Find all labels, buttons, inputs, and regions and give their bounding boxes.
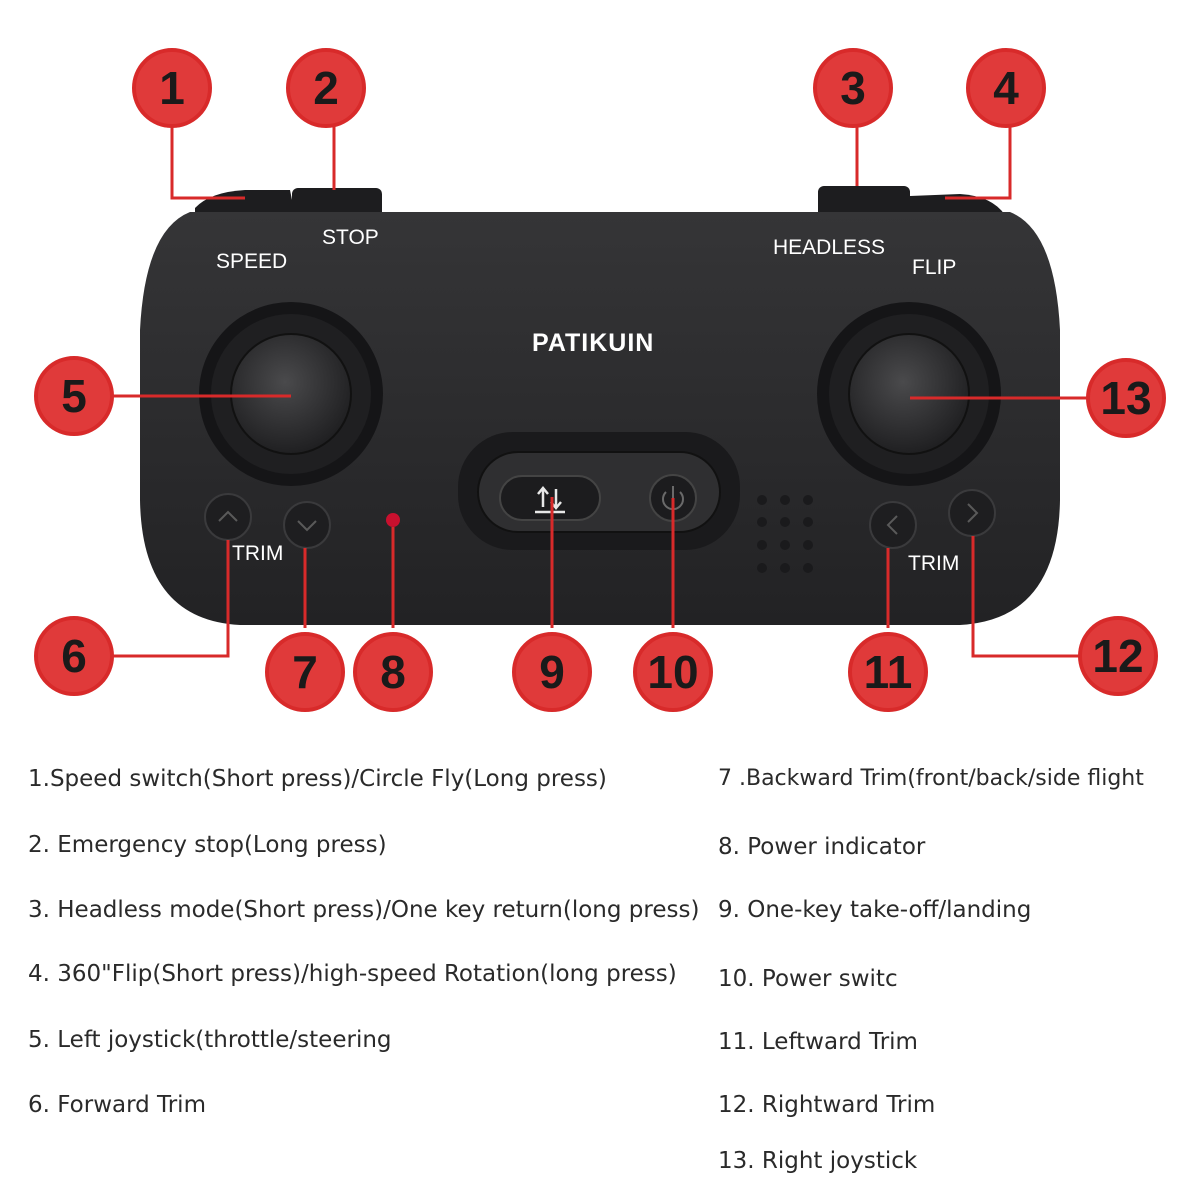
svg-text:4: 4 <box>993 62 1019 114</box>
callout-1: 1 <box>132 48 212 128</box>
legend-item-5: 5. Left joystick(throttle/steering <box>28 1027 392 1053</box>
callout-5: 5 <box>34 356 114 436</box>
callout-8: 8 <box>353 632 433 712</box>
headless-label: HEADLESS <box>773 236 885 259</box>
chevron-right-icon <box>967 503 979 523</box>
legend-item-7: 7 .Backward Trim(front/back/side flight <box>718 766 1144 791</box>
svg-text:11: 11 <box>864 646 913 698</box>
callout-10: 10 <box>633 632 713 712</box>
chevron-up-icon <box>218 510 238 522</box>
leftward-trim-button[interactable] <box>869 501 917 549</box>
svg-text:1: 1 <box>159 62 185 114</box>
trim-right-label: TRIM <box>908 552 959 575</box>
trim-left-label: TRIM <box>232 542 283 565</box>
backward-trim-button[interactable] <box>283 501 331 549</box>
forward-trim-button[interactable] <box>204 493 252 541</box>
legend-item-11: 11. Leftward Trim <box>718 1029 918 1055</box>
chevron-left-icon <box>886 515 898 535</box>
svg-text:2: 2 <box>313 62 339 114</box>
svg-text:5: 5 <box>61 370 87 422</box>
callout-9: 9 <box>512 632 592 712</box>
callout-2: 2 <box>286 48 366 128</box>
legend-item-10: 10. Power switc <box>718 966 898 992</box>
legend-item-1: 1.Speed switch(Short press)/Circle Fly(L… <box>28 766 607 792</box>
callout-13: 13 <box>1086 358 1166 438</box>
svg-text:10: 10 <box>647 646 698 698</box>
callout-4: 4 <box>966 48 1046 128</box>
svg-text:8: 8 <box>380 646 406 698</box>
svg-text:13: 13 <box>1100 372 1151 424</box>
controller-body <box>140 212 1060 625</box>
legend-item-3: 3. Headless mode(Short press)/One key re… <box>28 897 700 923</box>
power-indicator-led <box>386 513 400 527</box>
right-joystick[interactable] <box>817 302 1001 486</box>
callout-3: 3 <box>813 48 893 128</box>
headless-shoulder-button[interactable] <box>818 186 910 218</box>
rightward-trim-button[interactable] <box>948 489 996 537</box>
legend-item-12: 12. Rightward Trim <box>718 1092 936 1118</box>
legend-item-4: 4. 360"Flip(Short press)/high-speed Rota… <box>28 961 677 987</box>
callout-7: 7 <box>265 632 345 712</box>
svg-text:6: 6 <box>61 630 87 682</box>
callout-12: 12 <box>1078 616 1158 696</box>
controller-diagram: SPEED STOP HEADLESS FLIP PATIKUIN <box>34 48 1166 712</box>
legend-item-13: 13. Right joystick <box>718 1148 918 1174</box>
svg-text:9: 9 <box>539 646 565 698</box>
chevron-down-icon <box>297 520 317 532</box>
left-joystick[interactable] <box>199 302 383 486</box>
stop-label: STOP <box>322 226 379 249</box>
leader-lines <box>110 120 1088 658</box>
legend-item-8: 8. Power indicator <box>718 834 926 860</box>
speed-label: SPEED <box>216 250 287 273</box>
legend-item-9: 9. One-key take-off/landing <box>718 897 1032 923</box>
svg-text:7: 7 <box>292 646 318 698</box>
callout-11: 11 <box>848 632 928 712</box>
speaker-grille <box>757 495 813 573</box>
stop-shoulder-button[interactable] <box>292 188 382 218</box>
flip-label: FLIP <box>912 256 956 279</box>
legend-item-6: 6. Forward Trim <box>28 1092 206 1118</box>
takeoff-landing-button[interactable] <box>499 475 601 521</box>
svg-text:12: 12 <box>1092 630 1143 682</box>
callout-6: 6 <box>34 616 114 696</box>
brand-logo: PATIKUIN <box>532 329 654 357</box>
legend-list: 1.Speed switch(Short press)/Circle Fly(L… <box>0 740 1200 1200</box>
legend-item-2: 2. Emergency stop(Long press) <box>28 832 387 858</box>
svg-text:3: 3 <box>840 62 866 114</box>
